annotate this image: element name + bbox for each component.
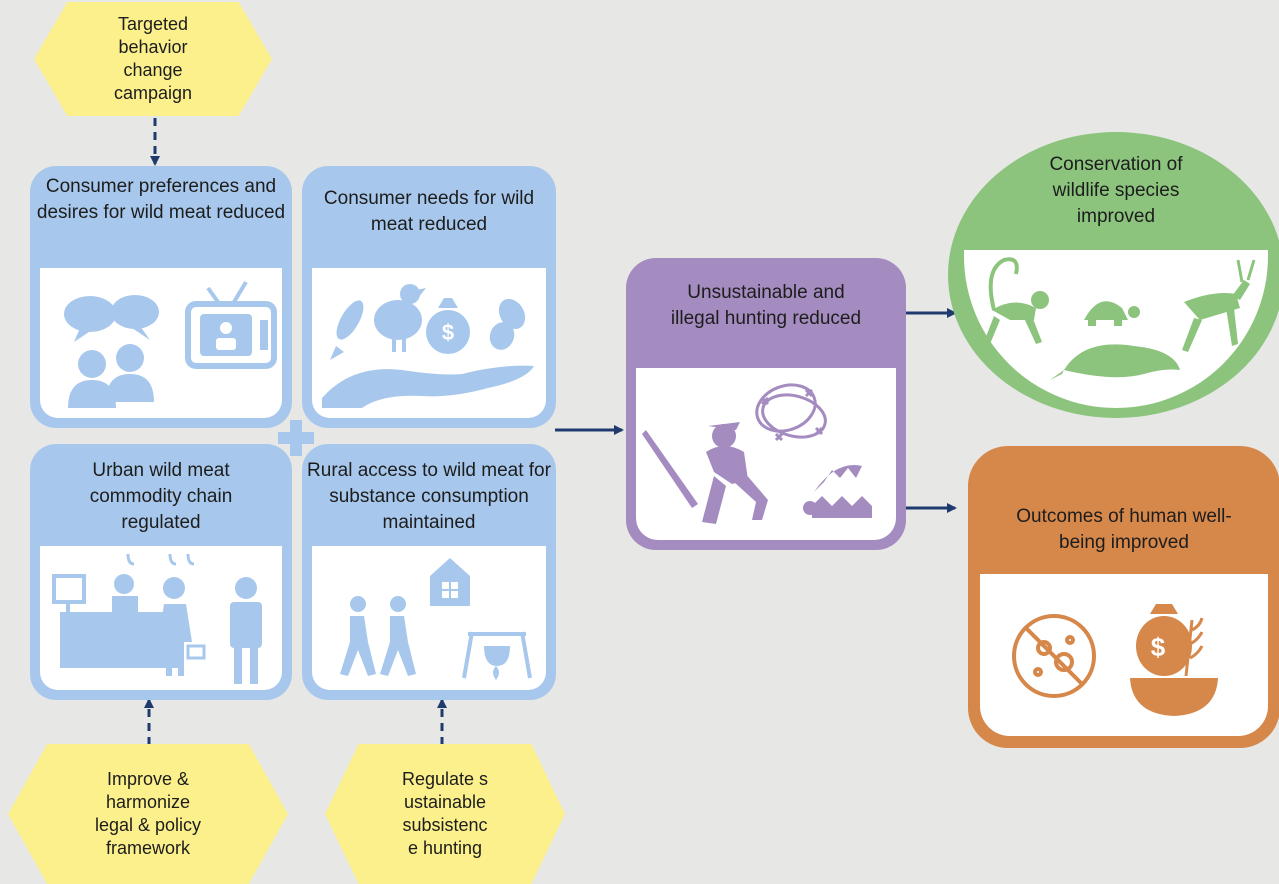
plus-icon [278, 420, 314, 456]
antelope-icon [1182, 259, 1256, 352]
intervention-legal-policy: Improve & harmonize legal & policy frame… [8, 744, 288, 884]
intervention-behavior-campaign-label: Targeted behavior change campaign [113, 14, 193, 103]
fish-icon [330, 300, 364, 360]
strategy-consumer-needs-label: Consumer needs for wild meat reduced [323, 188, 535, 235]
strategy-consumer-preferences-label: Consumer preferences and desires for wil… [36, 176, 286, 223]
intervention-subsistence-hunting: Regulate sustainable subsistence hunting [325, 744, 565, 884]
hunter-icon [642, 422, 768, 524]
strategy-consumer-needs: Consumer needs for wild meat reduced $ [302, 166, 556, 428]
strategy-urban-commodity-chain: Urban wild meat commodity chain regulate… [30, 444, 292, 700]
speech-bubbles-icon [64, 295, 159, 342]
strategy-rural-access-label: Rural access to wild meat for substance … [307, 460, 551, 533]
intervention-behavior-campaign: Targeted behavior change campaign [34, 2, 272, 116]
money-food-icon: $ [1130, 604, 1218, 716]
monkey-icon [984, 257, 1049, 344]
television-icon [185, 280, 277, 369]
shopper-icon [158, 577, 206, 676]
outcome-conservation: Conservation of wildlife species improve… [948, 132, 1279, 418]
strategy-consumer-preferences: Consumer preferences and desires for wil… [30, 166, 292, 428]
hand-icon [322, 365, 534, 408]
tortoise-icon [1084, 301, 1140, 326]
intervention-subsistence-hunting-label: Regulate sustainable subsistence hunting [401, 769, 489, 858]
beans-icon [489, 298, 526, 350]
outcome-human-wellbeing: Outcomes of human well-being improved $ [968, 446, 1279, 748]
outcome-conservation-icons [964, 250, 1268, 408]
strategy-rural-access: Rural access to wild meat for substance … [302, 444, 556, 700]
pangolin-icon [1050, 344, 1180, 380]
trap-icon [803, 465, 872, 518]
house-icon [430, 558, 470, 606]
barbed-wire-icon [755, 383, 827, 442]
outcome-human-wellbeing-icons: $ [980, 574, 1268, 736]
chicken-icon [374, 284, 426, 352]
svg-text:$: $ [442, 320, 454, 345]
outcome-conservation-label: Conservation of wildlife species improve… [1049, 154, 1183, 227]
walking-people-icon [340, 596, 416, 676]
money-bag-icon: $ [426, 298, 470, 354]
intervention-legal-policy-label: Improve & harmonize legal & policy frame… [94, 769, 202, 858]
svg-text:$: $ [1151, 632, 1166, 662]
cooking-pot-icon [462, 631, 532, 680]
strategy-urban-commodity-chain-label: Urban wild meat commodity chain regulate… [89, 460, 233, 533]
strategy-urban-commodity-chain-icons [40, 546, 282, 690]
threat-reduction-hunting-icons [636, 368, 896, 540]
no-disease-icon [1012, 614, 1096, 698]
outcome-human-wellbeing-label: Outcomes of human well-being improved [1016, 506, 1232, 553]
vendor-icon [112, 574, 138, 614]
strategy-consumer-needs-icons: $ [312, 268, 546, 418]
person-icon [230, 577, 262, 684]
people-icon [68, 344, 154, 408]
strategy-rural-access-icons [312, 546, 546, 690]
threat-reduction-hunting: Unsustainable and illegal hunting reduce… [626, 258, 906, 550]
strategy-consumer-preferences-icons [40, 268, 282, 418]
threat-reduction-hunting-label: Unsustainable and illegal hunting reduce… [670, 282, 862, 329]
